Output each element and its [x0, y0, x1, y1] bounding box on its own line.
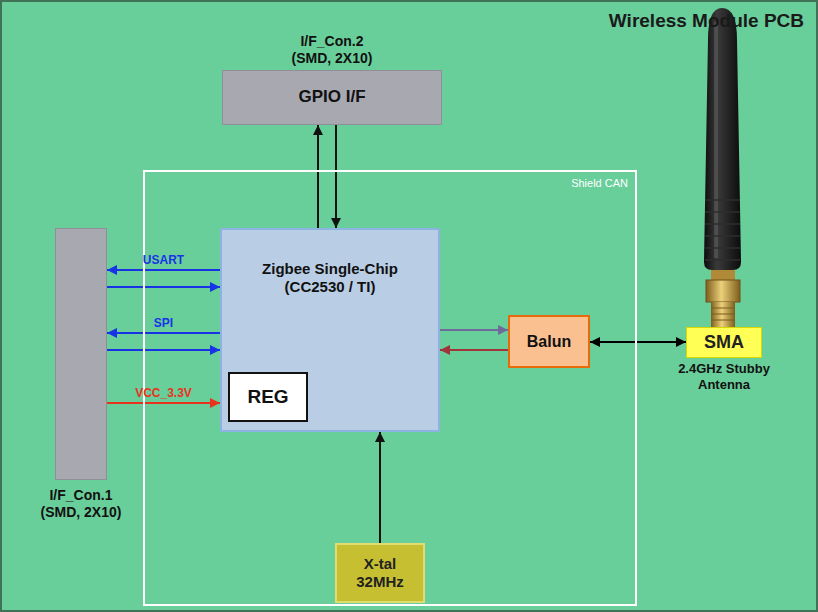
signal-name: SPI	[154, 316, 173, 330]
signal-arrow	[107, 349, 220, 351]
signal-arrow	[107, 269, 220, 271]
box-heading: I/F_Con.1 (SMD, 2X10)	[33, 487, 129, 521]
signal-arrow	[440, 329, 508, 331]
antenna-thread	[711, 302, 735, 329]
signal-arrow	[107, 402, 220, 404]
balun-box: Balun	[508, 315, 590, 368]
signal-arrow	[107, 332, 220, 334]
antenna-illustration	[704, 8, 741, 329]
signal-arrow	[107, 286, 220, 288]
signal-arrow	[335, 125, 337, 228]
connector-box: I/F_Con.1 (SMD, 2X10)	[55, 228, 107, 480]
sma-connector: SMA2.4GHz Stubby Antenna	[686, 327, 762, 359]
box-heading: I/F_Con.2 (SMD, 2X10)	[284, 33, 380, 67]
antenna-highlight	[714, 22, 718, 258]
signal-arrow	[317, 125, 319, 228]
box-label: X-tal 32MHz	[349, 555, 411, 591]
box-label: SMA	[704, 332, 744, 354]
crystal-box: X-tal 32MHz	[335, 543, 425, 603]
antenna-nut	[706, 280, 740, 302]
signal-arrow	[440, 349, 508, 351]
regulator-box: REG	[228, 372, 308, 422]
connector-box: I/F_Con.2 (SMD, 2X10)GPIO I/F	[222, 70, 442, 125]
signal-name: VCC_3.3V	[135, 386, 192, 400]
signal-arrow	[590, 341, 686, 343]
shield-can: REG Zigbee Single-Chip (CC2530 / TI) Balun…	[143, 170, 637, 606]
signal-arrow	[379, 432, 381, 543]
box-label: Balun	[527, 332, 571, 351]
signal-name: USART	[143, 253, 184, 267]
box-heading: Shield CAN	[571, 177, 628, 190]
box-label: REG	[247, 386, 288, 409]
box-label: Zigbee Single-Chip (CC2530 / TI)	[250, 260, 410, 296]
box-heading: 2.4GHz Stubby Antenna	[670, 361, 778, 392]
box-heading: Wireless Module PCB	[609, 10, 804, 33]
chip-box: REG Zigbee Single-Chip (CC2530 / TI)	[220, 228, 440, 432]
antenna-thread-lines	[711, 308, 735, 320]
antenna-ridges	[705, 200, 740, 260]
box-label: GPIO I/F	[298, 87, 365, 107]
antenna-collar	[711, 270, 735, 280]
antenna-body	[704, 8, 741, 270]
